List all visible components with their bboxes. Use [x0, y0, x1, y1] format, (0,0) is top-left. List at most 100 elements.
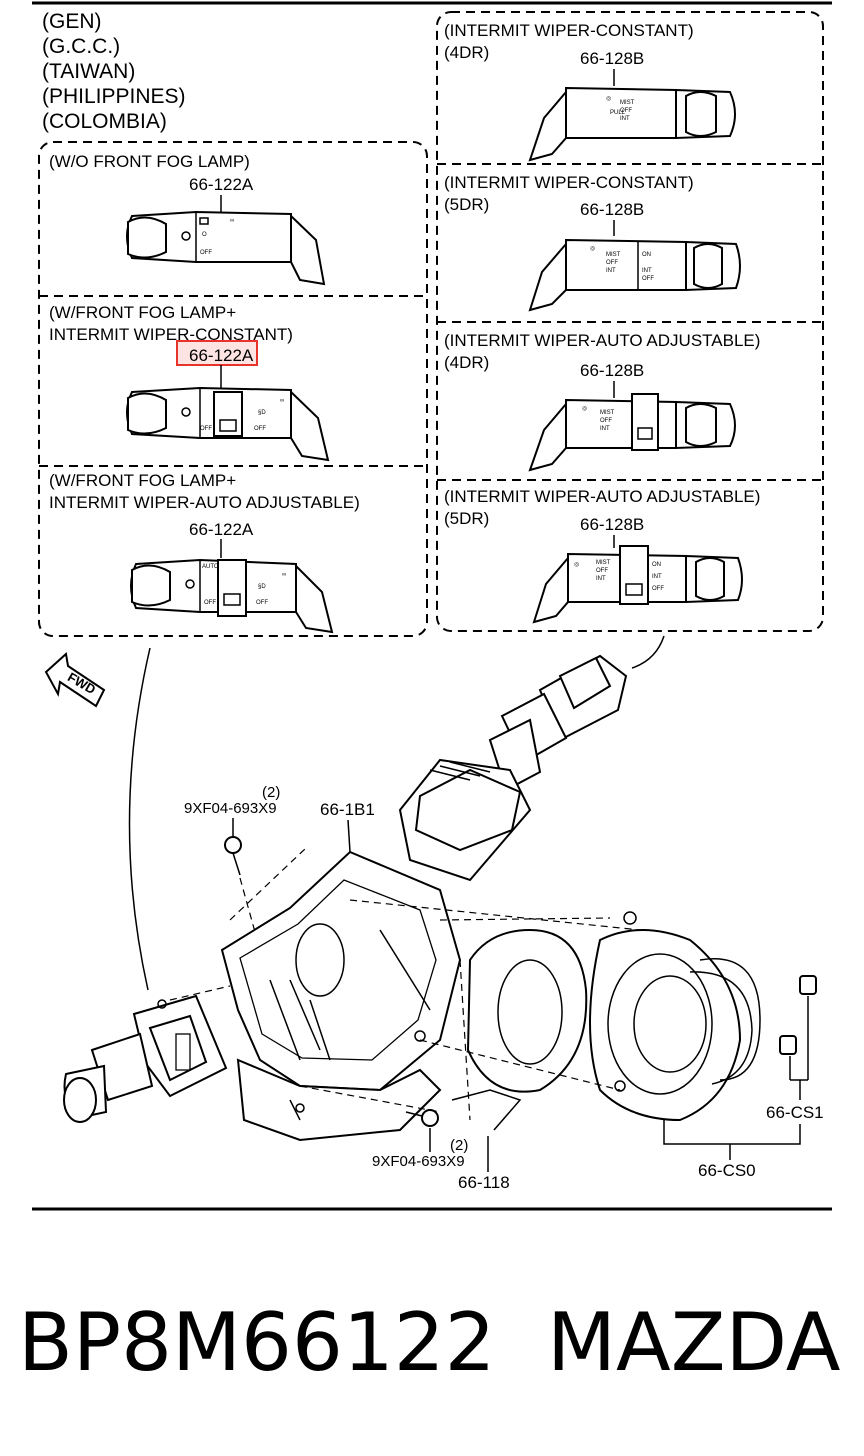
svg-text:◎: ◎: [574, 562, 579, 568]
lighting-switch-lever-fog: OFF OFF §D ∞: [126, 386, 330, 462]
svg-text:OFF: OFF: [254, 426, 266, 432]
highlight-box: [176, 340, 258, 366]
panel-title: (5DR): [444, 195, 489, 214]
svg-text:INT: INT: [606, 268, 616, 274]
wiper-switch-lever: ◎ MIST OFF INT PULL: [528, 86, 736, 162]
svg-text:ON: ON: [652, 562, 661, 568]
callout-clock-spring: 66-CS0: [698, 1161, 756, 1180]
panel-title: (INTERMIT WIPER-AUTO ADJUSTABLE): [444, 487, 760, 506]
wiper-lever-link: [631, 635, 665, 669]
svg-text:MIST: MIST: [596, 560, 611, 566]
region-label: (PHILIPPINES): [42, 85, 186, 108]
callout-screw-bottom: 9XF04-693X9: [372, 1153, 465, 1170]
variant-panel-fog-constant: (W/FRONT FOG LAMP+ INTERMIT WIPER-CONSTA…: [49, 303, 330, 462]
svg-text:INT: INT: [652, 574, 662, 580]
panel-title: (W/FRONT FOG LAMP+: [49, 471, 236, 490]
combination-switch-assembly: [63, 654, 817, 1142]
lighting-switch-lever-auto: AUTO OFF OFF §D ∞: [130, 558, 334, 634]
lighting-switch-variants: (W/O FRONT FOG LAMP) 66-122A O OFF ∞ (W/…: [38, 141, 428, 637]
screw-top: [224, 836, 261, 951]
svg-text:MIST: MIST: [620, 100, 635, 106]
svg-text:INT: INT: [620, 116, 630, 122]
svg-text:PULL: PULL: [610, 110, 626, 116]
callout-qty: (2): [262, 784, 280, 801]
svg-text:OFF: OFF: [642, 276, 654, 282]
variant-panel-fog-auto: (W/FRONT FOG LAMP+ INTERMIT WIPER-AUTO A…: [49, 471, 360, 634]
panel-title: (INTERMIT WIPER-CONSTANT): [444, 173, 694, 192]
leader-line: [347, 819, 351, 853]
svg-text:OFF: OFF: [620, 108, 632, 114]
clock-spring-connectors: [779, 975, 817, 1081]
wiper-switch-variants: (INTERMIT WIPER-CONSTANT) (4DR) 66-128B …: [436, 11, 824, 632]
variant-panel-auto-5dr: (INTERMIT WIPER-AUTO ADJUSTABLE) (5DR) 6…: [444, 487, 760, 624]
footer: BP8M66122 MAZDA: [18, 1296, 841, 1389]
wiper-switch-lever-5dr: ◎ MIST OFF INT ON INT OFF: [528, 238, 741, 312]
wiper-switch-lever-auto-5dr: ◎ MIST OFF INT ON INT OFF: [532, 545, 743, 624]
clock-spring: [589, 911, 761, 1122]
panel-title: INTERMIT WIPER-AUTO ADJUSTABLE): [49, 493, 360, 512]
lighting-switch-lever: O OFF ∞: [126, 210, 326, 286]
callouts: (2) 9XF04-693X9 66-1B1 (2) 9XF04-693X9 6…: [184, 784, 824, 1192]
variant-panel-auto-4dr: (INTERMIT WIPER-AUTO ADJUSTABLE) (4DR) 6…: [444, 331, 760, 472]
region-label: (COLOMBIA): [42, 110, 167, 133]
callout-screw-top: 9XF04-693X9: [184, 800, 277, 817]
region-labels: (GEN) (G.C.C.) (TAIWAN) (PHILIPPINES) (C…: [42, 10, 186, 133]
svg-text:OFF: OFF: [652, 586, 664, 592]
callout-cover-upper: 66-1B1: [320, 800, 375, 819]
panel-title: (4DR): [444, 353, 489, 372]
lighting-switch-assembly: [63, 985, 231, 1123]
svg-text:OFF: OFF: [606, 260, 618, 266]
svg-text:◎: ◎: [590, 246, 595, 252]
svg-text:OFF: OFF: [200, 426, 212, 432]
callout-qty: (2): [450, 1137, 468, 1154]
forward-arrow: FWD: [44, 652, 106, 708]
panel-title: (W/FRONT FOG LAMP+: [49, 303, 236, 322]
part-number-label: 66-128B: [580, 361, 644, 380]
svg-text:AUTO: AUTO: [202, 564, 219, 570]
exploded-guide-lines: [229, 847, 641, 1121]
svg-text:MIST: MIST: [600, 410, 615, 416]
svg-text:OFF: OFF: [600, 418, 612, 424]
part-number: BP8M66122: [18, 1296, 496, 1389]
svg-text:INT: INT: [596, 576, 606, 582]
leader-line: [663, 1120, 801, 1145]
wiper-switch-assembly: [398, 654, 628, 882]
column-ring-bracket: [451, 928, 588, 1131]
svg-text:OFF: OFF: [256, 600, 268, 606]
part-number-label: 66-128B: [580, 49, 644, 68]
svg-text:◎: ◎: [582, 406, 587, 412]
svg-text:OFF: OFF: [204, 600, 216, 606]
svg-text:◎: ◎: [606, 96, 611, 102]
panel-title: (W/O FRONT FOG LAMP): [49, 152, 250, 171]
panel-title: (5DR): [444, 509, 489, 528]
wiper-switch-lever-auto: ◎ MIST OFF INT: [528, 393, 736, 472]
svg-text:O: O: [202, 232, 207, 238]
svg-text:MIST: MIST: [606, 252, 621, 258]
svg-text:ON: ON: [642, 252, 651, 258]
brand-name: MAZDA: [547, 1296, 841, 1389]
panel-title: (4DR): [444, 43, 489, 62]
callout-clock-spring-part: 66-CS1: [766, 1103, 824, 1122]
svg-text:∞: ∞: [282, 572, 286, 578]
panel-title: INTERMIT WIPER-CONSTANT): [49, 325, 293, 344]
svg-text:INT: INT: [642, 268, 652, 274]
callout-cover-lower: 66-118: [458, 1173, 510, 1192]
column-cover-upper: [220, 850, 462, 1092]
svg-text:OFF: OFF: [200, 250, 212, 256]
part-number-label: 66-122A: [189, 175, 254, 194]
lighting-lever-link: [128, 647, 151, 991]
region-label: (TAIWAN): [42, 60, 135, 83]
svg-text:∞: ∞: [230, 218, 234, 224]
part-number-label: 66-128B: [580, 200, 644, 219]
part-number-label: 66-122A: [189, 520, 254, 539]
variant-panel-constant-4dr: (INTERMIT WIPER-CONSTANT) (4DR) 66-128B …: [444, 21, 736, 162]
region-label: (G.C.C.): [42, 35, 120, 58]
variant-panel-wo-fog: (W/O FRONT FOG LAMP) 66-122A O OFF ∞: [49, 152, 326, 286]
part-number-label: 66-122A: [189, 346, 254, 365]
svg-text:INT: INT: [600, 426, 610, 432]
svg-text:OFF: OFF: [596, 568, 608, 574]
left-variant-frame: [38, 141, 428, 637]
panel-title: (INTERMIT WIPER-AUTO ADJUSTABLE): [444, 331, 760, 350]
panel-title: (INTERMIT WIPER-CONSTANT): [444, 21, 694, 40]
